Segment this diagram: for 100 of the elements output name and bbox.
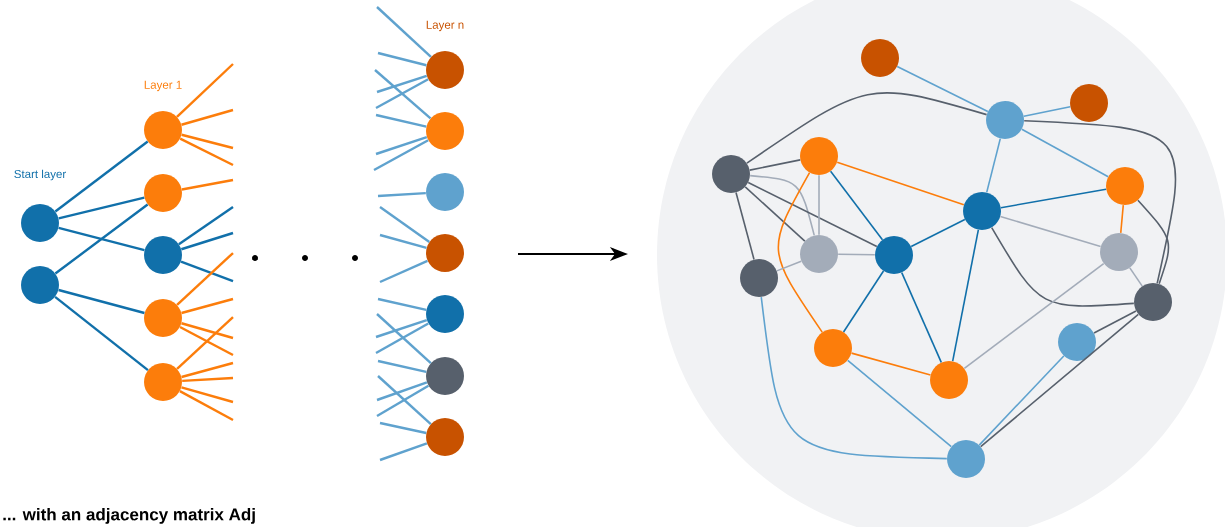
connection-line — [376, 313, 432, 364]
connection-line — [735, 191, 755, 261]
graph-node — [144, 174, 182, 212]
connection-line — [1023, 120, 1177, 285]
connection-line — [377, 359, 427, 373]
connection-line — [760, 296, 948, 460]
connection-line — [979, 313, 1140, 448]
connection-line — [180, 260, 234, 283]
graph-node — [426, 112, 464, 150]
graph-node — [800, 137, 838, 175]
graph-node — [861, 39, 899, 77]
connection-line — [379, 233, 427, 250]
connection-line — [376, 384, 430, 418]
graph-node — [426, 418, 464, 456]
graph-node — [814, 329, 852, 367]
connection-line — [1093, 310, 1137, 334]
layer-label: Start layer — [14, 169, 66, 181]
graph-node — [426, 357, 464, 395]
connection-line — [379, 421, 427, 435]
connection-line — [910, 218, 966, 248]
connection-line — [1021, 128, 1109, 178]
graph-node — [963, 192, 1001, 230]
graph-node — [426, 295, 464, 333]
connection-line — [181, 178, 234, 191]
connection-line — [377, 375, 432, 425]
connection-line — [176, 63, 234, 118]
connection-line — [963, 262, 1105, 370]
graph-node — [144, 363, 182, 401]
connection-line — [58, 196, 145, 220]
connection-line — [1119, 204, 1125, 234]
connection-line — [176, 316, 234, 370]
graph-node — [1100, 233, 1138, 271]
graph-node — [426, 51, 464, 89]
connection-line — [375, 78, 429, 110]
connection-line — [376, 6, 432, 58]
graph-node — [1106, 167, 1144, 205]
connection-line — [179, 325, 234, 357]
connection-line — [747, 181, 878, 248]
graph-node — [21, 204, 59, 242]
connection-line — [896, 65, 989, 113]
connection-line — [181, 361, 234, 379]
connection-line — [746, 92, 988, 164]
graph-node — [1070, 84, 1108, 122]
connection-line — [54, 203, 149, 275]
connection-line — [999, 215, 1102, 248]
connection-line — [58, 226, 145, 252]
graph-node — [875, 236, 913, 274]
graph-node — [947, 440, 985, 478]
connection-line — [837, 253, 876, 256]
connection-line — [176, 252, 234, 306]
layer-label: Layer n — [426, 20, 464, 32]
connection-line — [842, 270, 885, 333]
connection-line — [373, 139, 429, 172]
connection-line — [951, 229, 980, 362]
graph-node — [426, 234, 464, 272]
connection-line — [377, 297, 427, 311]
connection-line — [836, 161, 965, 206]
graph-node — [740, 259, 778, 297]
connection-line — [180, 231, 234, 251]
connection-line — [58, 288, 145, 315]
connection-line — [990, 226, 1135, 307]
connection-line — [181, 297, 234, 315]
connection-line — [749, 174, 816, 237]
connection-line — [375, 135, 428, 156]
connection-line — [181, 386, 234, 404]
caption: ... with an adjacency matrix Adj — [3, 507, 255, 524]
connection-line — [376, 74, 428, 94]
graph-node — [144, 236, 182, 274]
connection-line — [181, 133, 234, 150]
connection-line — [181, 108, 234, 126]
connection-line — [375, 113, 427, 128]
connection-line — [379, 442, 428, 462]
connection-line — [776, 260, 802, 272]
connection-line — [377, 51, 427, 67]
connection-line — [375, 322, 429, 355]
graph-node — [800, 235, 838, 273]
connection-line — [375, 318, 428, 339]
connection-line — [1023, 106, 1071, 117]
connection-line — [178, 206, 234, 246]
connection-line — [377, 191, 426, 198]
connection-line — [54, 295, 149, 372]
graph-node — [21, 266, 59, 304]
graph-node — [712, 155, 750, 193]
connection-line — [777, 171, 823, 333]
connection-line — [54, 140, 149, 213]
layer-label: Layer 1 — [144, 80, 182, 92]
connection-line — [376, 381, 428, 402]
graph-node — [1058, 323, 1096, 361]
graph-node — [426, 173, 464, 211]
connection-line — [1129, 267, 1143, 287]
connection-line — [749, 159, 801, 171]
graph-node — [144, 111, 182, 149]
connection-line — [181, 322, 234, 340]
connection-line — [818, 174, 820, 236]
connection-line — [850, 352, 932, 376]
connection-line — [379, 206, 431, 243]
connection-line — [182, 376, 234, 383]
graph-node — [144, 299, 182, 337]
connection-line — [744, 186, 806, 242]
connection-line — [1000, 188, 1107, 209]
